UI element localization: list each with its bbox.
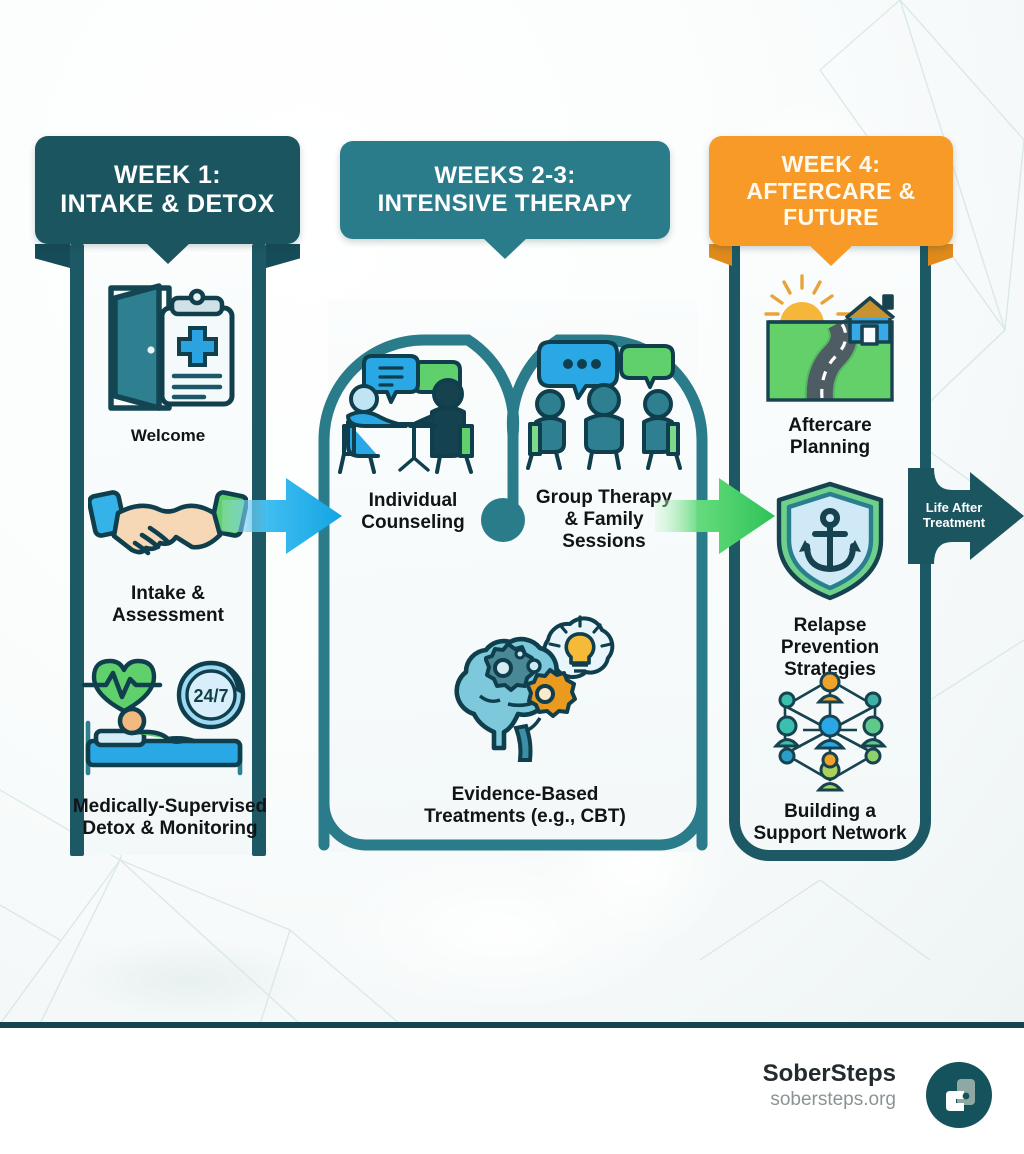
hospital-bed-24-7-icon: 24/7: [55, 645, 285, 790]
week1-rail-right: [252, 244, 266, 856]
weeks23-center-node: [481, 498, 525, 542]
week4-banner: WEEK 4:AFTERCARE &FUTURE: [709, 136, 953, 266]
week1-item-2-label: Intake &Assessment: [112, 583, 224, 627]
brain-gears-lightbulb-icon: [380, 610, 670, 780]
arrow-week1-to-weeks23: [222, 478, 342, 554]
open-door-clipboard-icon: [68, 268, 268, 428]
brand-block: SoberSteps sobersteps.org: [763, 1060, 896, 1111]
week1-rail-left: [70, 244, 84, 856]
support-network-icon: [736, 668, 924, 799]
week1-banner: WEEK 1:INTAKE & DETOX: [35, 136, 300, 264]
road-sunrise-house-icon: [742, 272, 918, 411]
sobersteps-mark-icon: [926, 1062, 992, 1128]
weeks23-double-arch-frame: [318, 334, 708, 851]
week1-item-1[interactable]: Welcome: [68, 268, 268, 446]
week1-item-1-label: Welcome: [130, 426, 206, 445]
weeks23-banner: WEEKS 2-3:INTENSIVE THERAPY: [340, 141, 670, 259]
svg-text:24/7: 24/7: [193, 686, 228, 706]
shield-anchor-icon: [742, 480, 918, 607]
week4-banner-text: WEEK 4:AFTERCARE &FUTURE: [746, 150, 916, 231]
weeks23-banner-text: WEEKS 2-3:INTENSIVE THERAPY: [377, 162, 633, 217]
group-circle-talk-icon: [518, 338, 690, 481]
two-people-table-talk-icon: [332, 352, 494, 482]
footer-divider: [0, 1022, 1024, 1028]
brand-name: SoberSteps: [762, 1060, 896, 1087]
footer-bar: [0, 1028, 1024, 1154]
arrow-weeks23-to-week4: [655, 478, 775, 554]
brand-url: sobersteps.org: [770, 1088, 896, 1110]
week1-banner-text: WEEK 1:INTAKE & DETOX: [60, 161, 275, 218]
